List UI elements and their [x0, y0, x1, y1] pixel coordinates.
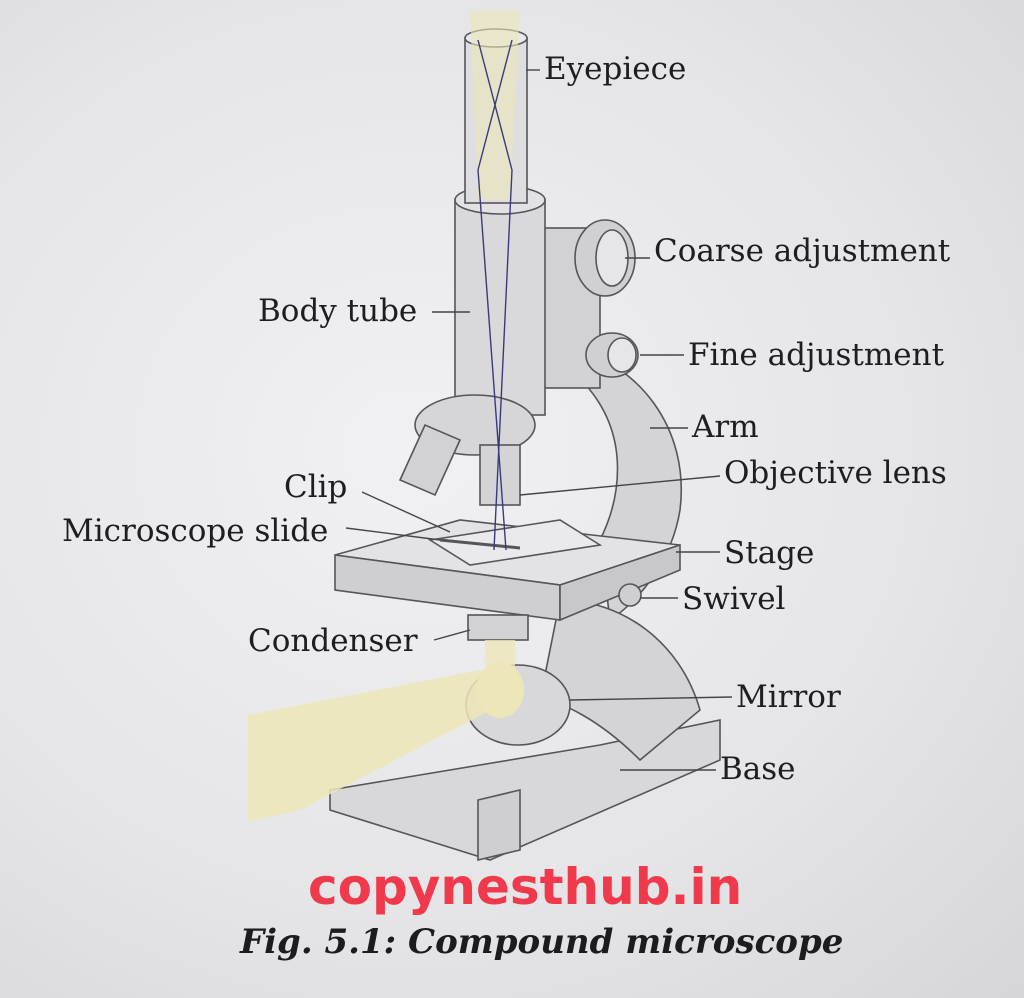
side-objective-shape	[398, 423, 462, 497]
ray-line	[477, 169, 507, 551]
leader-condenser	[433, 629, 471, 641]
leader-mirror	[569, 696, 733, 701]
stage-side	[559, 543, 681, 622]
label-coarse-adjustment: Coarse adjustment	[654, 233, 951, 269]
swivel-shape	[618, 583, 642, 607]
clip-shape	[439, 538, 521, 550]
label-mirror: Mirror	[736, 679, 841, 715]
leader-slide	[345, 527, 441, 541]
body-tube-shape	[454, 199, 546, 416]
leader-objective	[519, 475, 721, 496]
figure-caption: Fig. 5.1: Compound microscope	[240, 922, 844, 962]
label-fine-adjustment: Fine adjustment	[688, 337, 945, 373]
ray-line	[493, 169, 513, 551]
light-beam	[248, 670, 510, 822]
label-condenser: Condenser	[248, 623, 418, 659]
ray-line	[477, 39, 513, 171]
leader-clip	[361, 491, 451, 533]
watermark-text: copynesthub.in	[308, 858, 743, 916]
label-stage: Stage	[724, 535, 815, 571]
label-swivel: Swivel	[682, 581, 786, 617]
label-microscope-slide: Microscope slide	[62, 513, 329, 549]
condenser-shape	[467, 614, 529, 641]
slide-shape	[427, 519, 603, 566]
label-clip: Clip	[284, 469, 348, 505]
mirror-light	[476, 662, 524, 718]
label-eyepiece: Eyepiece	[544, 51, 687, 87]
light-beam-up	[485, 640, 515, 675]
base-front	[477, 788, 521, 862]
label-base: Base	[720, 751, 796, 787]
label-body-tube: Body tube	[258, 293, 418, 329]
label-objective-lens: Objective lens	[724, 455, 947, 491]
base-shape	[329, 719, 721, 861]
label-arm: Arm	[692, 409, 759, 445]
